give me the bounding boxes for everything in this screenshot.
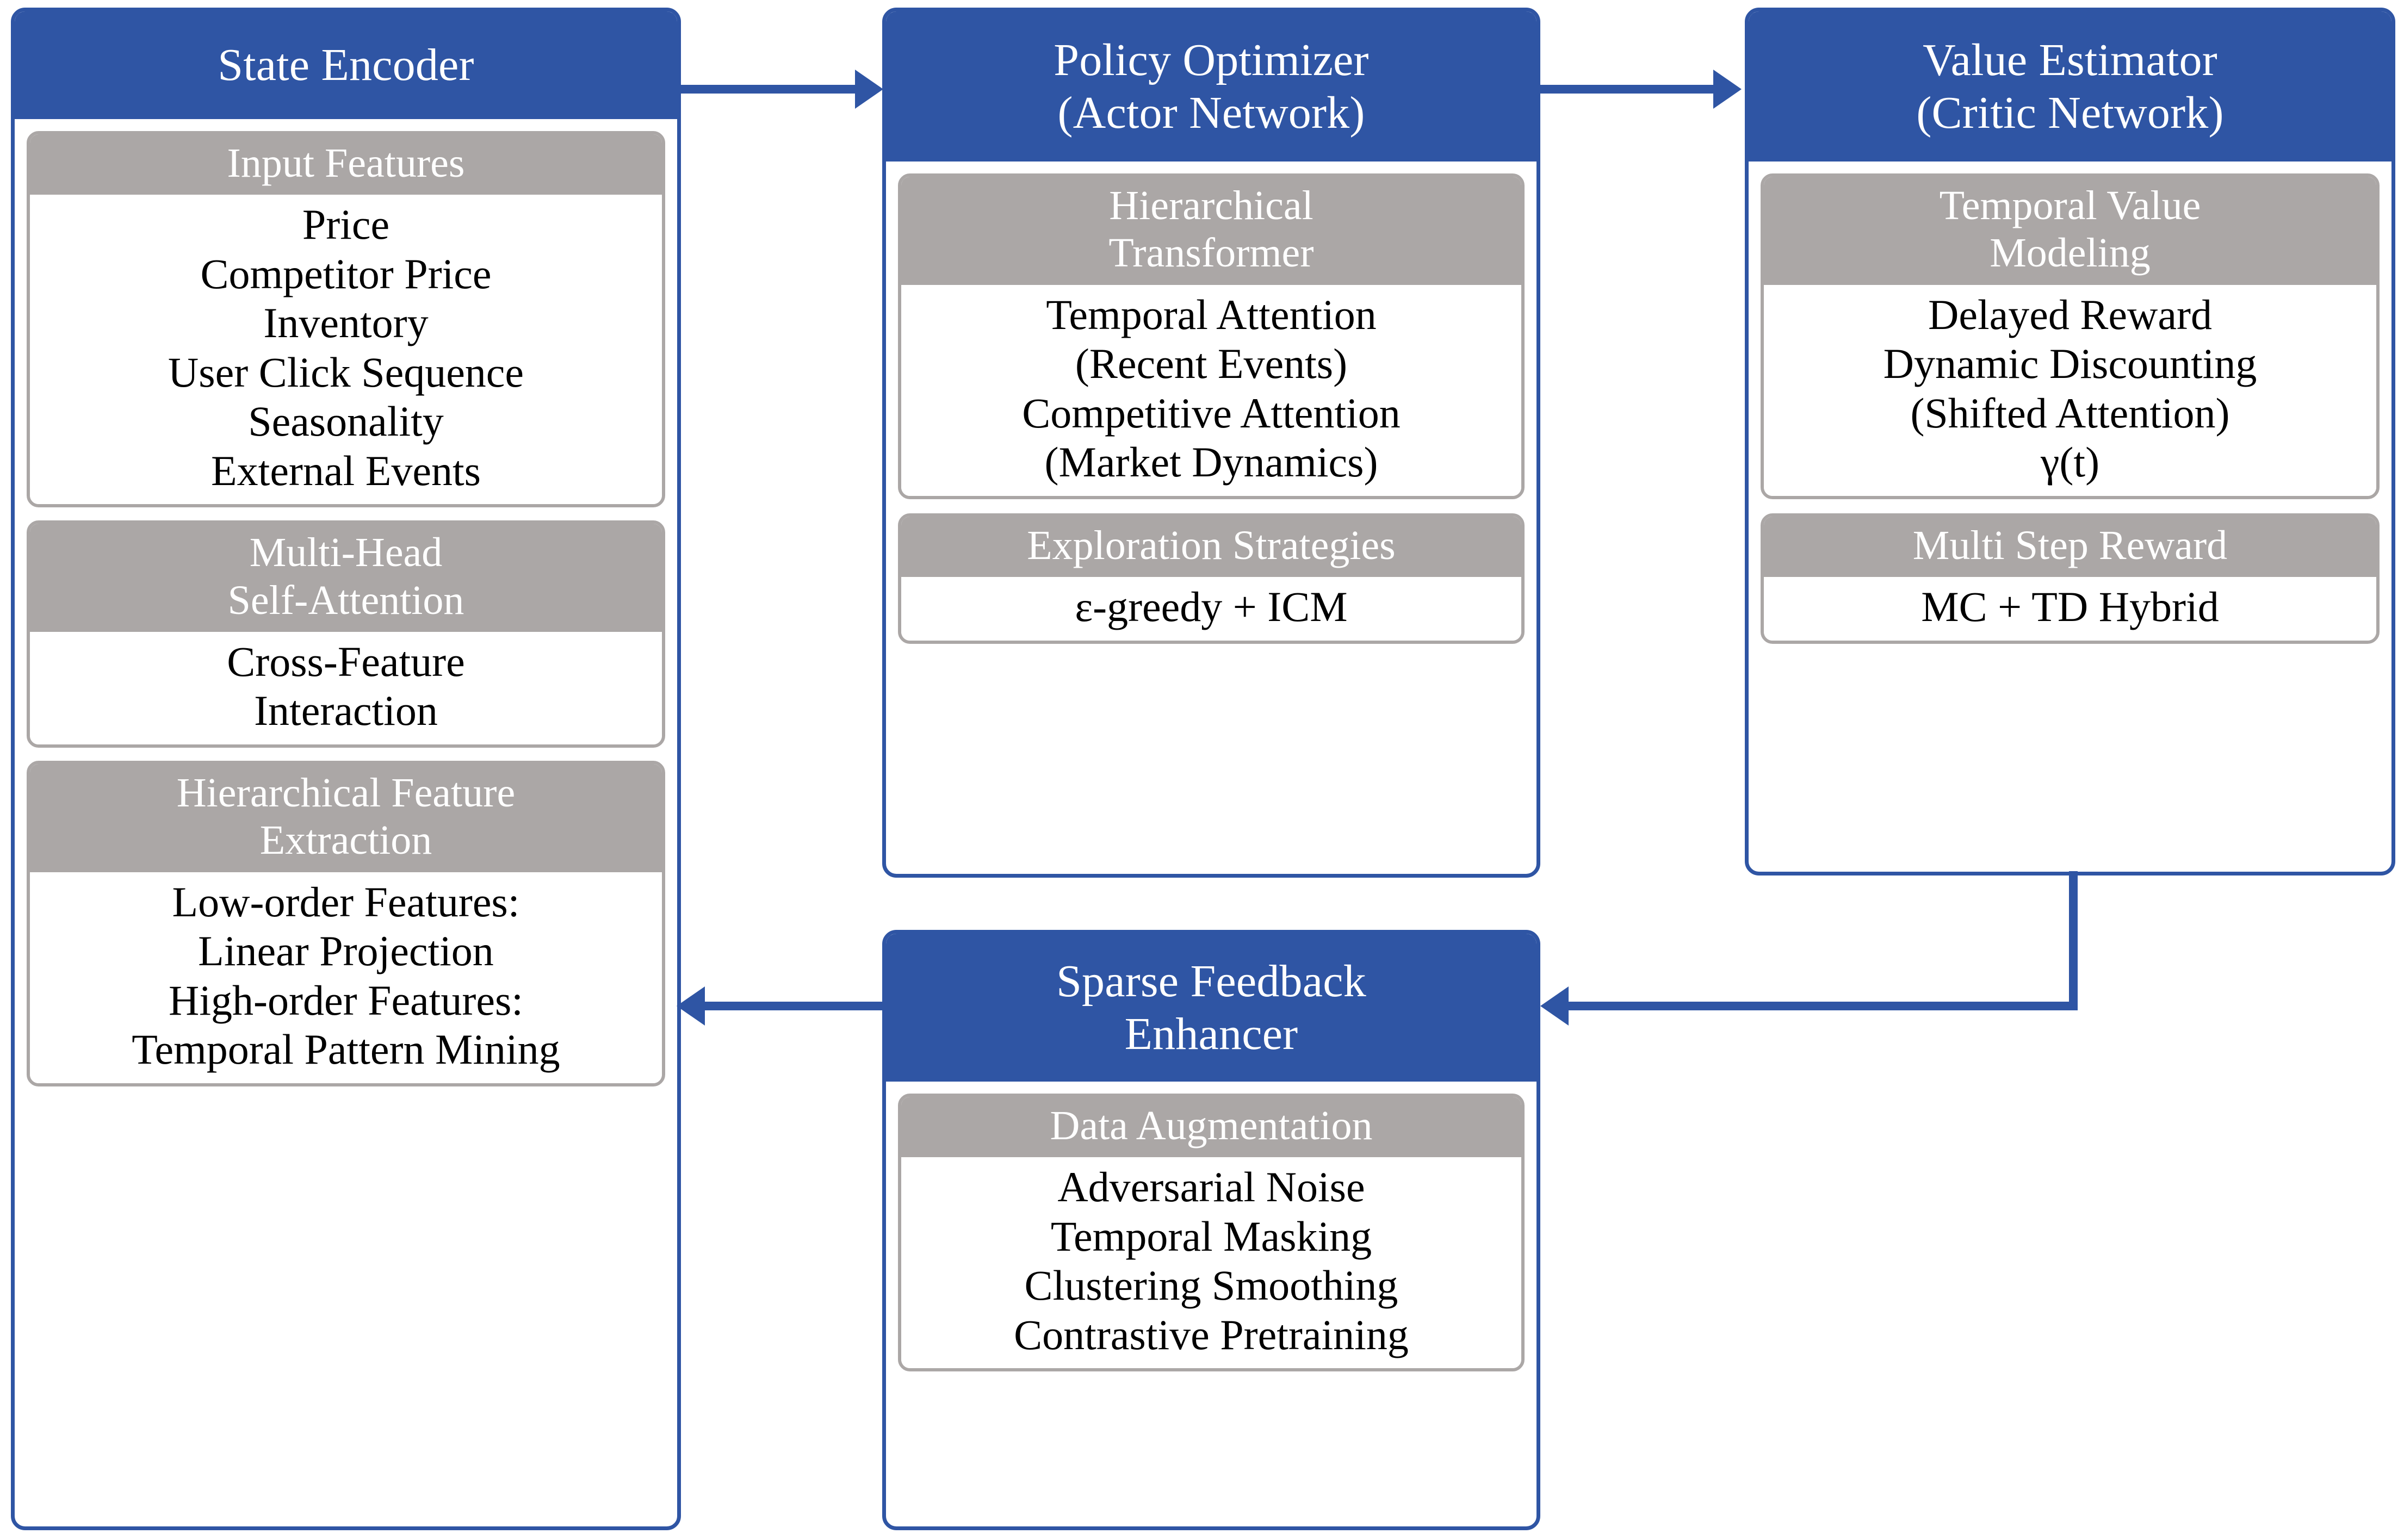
list-item: User Click Sequence [168, 348, 524, 396]
list-item: (Shifted Attention) [1910, 389, 2230, 437]
card-title-line-1: Hierarchical Feature [176, 769, 516, 816]
card-title-line-2: Self-Attention [227, 577, 464, 623]
card-temporal-value-modeling[interactable]: Temporal Value Modeling Delayed Reward D… [1761, 173, 2380, 499]
card-input-features-body: Price Competitor Price Inventory User Cl… [30, 195, 662, 505]
list-item: (Market Dynamics) [1044, 438, 1378, 486]
list-item: Linear Projection [198, 927, 494, 975]
panel-value-estimator-title: Value Estimator [1923, 34, 2217, 85]
card-multi-head-self-attention[interactable]: Multi-Head Self-Attention Cross-Feature … [27, 520, 665, 748]
connector-state-encoder-to-policy-optimizer [677, 85, 859, 94]
list-item: MC + TD Hybrid [1921, 583, 2219, 631]
panel-policy-optimizer-title: Policy Optimizer [1054, 34, 1369, 85]
card-data-augmentation-header: Data Augmentation [901, 1097, 1521, 1158]
card-hierarchical-feature-extraction-body: Low-order Features: Linear Projection Hi… [30, 872, 662, 1083]
card-multi-head-self-attention-header: Multi-Head Self-Attention [30, 524, 662, 632]
card-exploration-strategies-body: ε-greedy + ICM [901, 577, 1521, 641]
list-item: (Recent Events) [1075, 340, 1348, 388]
list-item: Temporal Masking [1050, 1212, 1372, 1260]
card-multi-step-reward[interactable]: Multi Step Reward MC + TD Hybrid [1761, 513, 2380, 644]
arrowhead-to-sparse-feedback-enhancer [1540, 986, 1569, 1026]
list-item: Seasonality [248, 398, 444, 445]
list-item: Competitive Attention [1022, 389, 1401, 437]
panel-value-estimator-header: Value Estimator (Critic Network) [1749, 11, 2391, 162]
panel-value-estimator-subtitle: (Critic Network) [1916, 88, 2224, 138]
panel-state-encoder-title: State Encoder [218, 40, 474, 91]
card-title-line-1: Temporal Value [1939, 183, 2201, 228]
connector-value-estimator-down-segment [2069, 871, 2078, 1010]
card-multi-step-reward-header: Multi Step Reward [1764, 516, 2376, 578]
panel-state-encoder[interactable]: State Encoder Input Features Price Compe… [11, 8, 681, 1530]
card-title-line-1: Data Augmentation [1050, 1103, 1373, 1148]
panel-policy-optimizer-header: Policy Optimizer (Actor Network) [886, 11, 1536, 162]
list-item: Interaction [254, 687, 438, 735]
arrowhead-to-policy-optimizer [855, 70, 883, 109]
panel-sparse-feedback-enhancer-header: Sparse Feedback Enhancer [886, 934, 1536, 1082]
card-input-features-title: Input Features [227, 140, 465, 186]
card-hierarchical-transformer-body: Temporal Attention (Recent Events) Compe… [901, 284, 1521, 496]
card-hierarchical-feature-extraction-header: Hierarchical Feature Extraction [30, 763, 662, 872]
card-multi-head-self-attention-body: Cross-Feature Interaction [30, 631, 662, 744]
panel-state-encoder-body: Input Features Price Competitor Price In… [15, 119, 677, 1526]
card-title-line-2: Extraction [259, 817, 432, 864]
list-item: γ(t) [2040, 438, 2100, 486]
card-title-line-1: Multi-Head [249, 530, 443, 576]
panel-policy-optimizer-subtitle: (Actor Network) [1057, 88, 1365, 138]
card-title-line-1: Hierarchical [1109, 183, 1313, 228]
connector-sparse-feedback-to-state-encoder [705, 1002, 884, 1010]
arrowhead-to-state-encoder [677, 986, 705, 1026]
arrowhead-to-value-estimator [1713, 70, 1742, 109]
list-item: ε-greedy + ICM [1075, 583, 1348, 631]
card-hierarchical-feature-extraction[interactable]: Hierarchical Feature Extraction Low-orde… [27, 760, 665, 1086]
card-hierarchical-transformer-header: Hierarchical Transformer [901, 177, 1521, 285]
list-item: Dynamic Discounting [1883, 340, 2257, 388]
card-data-augmentation-body: Adversarial Noise Temporal Masking Clust… [901, 1157, 1521, 1369]
connector-value-estimator-to-sparse-feedback-horizontal [1569, 1002, 2078, 1010]
card-input-features-header: Input Features [30, 134, 662, 195]
connector-policy-optimizer-to-value-estimator [1536, 85, 1715, 94]
card-multi-step-reward-body: MC + TD Hybrid [1764, 577, 2376, 641]
list-item: Cross-Feature [227, 637, 465, 685]
list-item: Low-order Features: [172, 878, 520, 926]
panel-policy-optimizer-body: Hierarchical Transformer Temporal Attent… [886, 162, 1536, 874]
card-title-line-1: Multi Step Reward [1912, 522, 2228, 568]
list-item: External Events [211, 446, 481, 494]
card-title-line-1: Exploration Strategies [1027, 522, 1396, 568]
card-exploration-strategies-header: Exploration Strategies [901, 516, 1521, 578]
list-item: Temporal Pattern Mining [132, 1026, 560, 1073]
card-temporal-value-modeling-body: Delayed Reward Dynamic Discounting (Shif… [1764, 284, 2376, 496]
list-item: Delayed Reward [1928, 290, 2212, 338]
panel-value-estimator[interactable]: Value Estimator (Critic Network) Tempora… [1745, 8, 2395, 875]
list-item: Temporal Attention [1046, 290, 1377, 338]
card-data-augmentation[interactable]: Data Augmentation Adversarial Noise Temp… [898, 1094, 1525, 1372]
card-input-features[interactable]: Input Features Price Competitor Price In… [27, 131, 665, 508]
panel-sparse-feedback-enhancer[interactable]: Sparse Feedback Enhancer Data Augmentati… [882, 930, 1540, 1530]
card-temporal-value-modeling-header: Temporal Value Modeling [1764, 177, 2376, 285]
panel-sparse-feedback-enhancer-title: Sparse Feedback [1056, 955, 1366, 1007]
list-item: Clustering Smoothing [1024, 1262, 1398, 1309]
list-item: Competitor Price [200, 250, 492, 297]
list-item: Contrastive Pretraining [1014, 1311, 1409, 1358]
list-item: Price [302, 201, 390, 249]
list-item: Inventory [263, 299, 429, 347]
panel-sparse-feedback-enhancer-body: Data Augmentation Adversarial Noise Temp… [886, 1082, 1536, 1526]
panel-sparse-feedback-enhancer-subtitle: Enhancer [1124, 1009, 1298, 1059]
card-title-line-2: Modeling [1990, 230, 2151, 276]
card-title-line-2: Transformer [1108, 230, 1314, 276]
panel-policy-optimizer[interactable]: Policy Optimizer (Actor Network) Hierarc… [882, 8, 1540, 878]
list-item: High-order Features: [169, 976, 523, 1024]
panel-value-estimator-body: Temporal Value Modeling Delayed Reward D… [1749, 162, 2391, 872]
panel-state-encoder-header: State Encoder [15, 11, 677, 119]
card-exploration-strategies[interactable]: Exploration Strategies ε-greedy + ICM [898, 513, 1525, 644]
card-hierarchical-transformer[interactable]: Hierarchical Transformer Temporal Attent… [898, 173, 1525, 499]
list-item: Adversarial Noise [1057, 1163, 1365, 1211]
